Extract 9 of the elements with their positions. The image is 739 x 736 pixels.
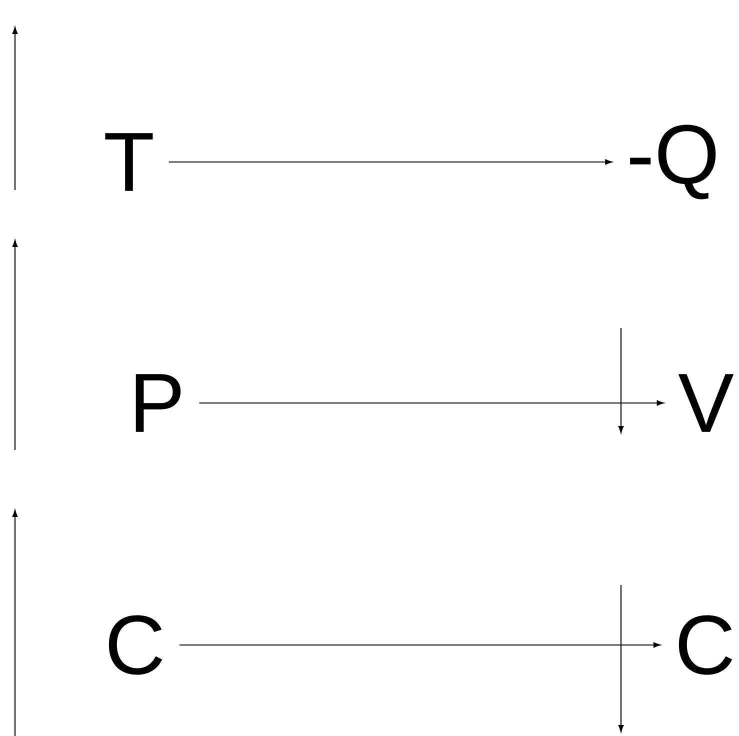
arrow (199, 400, 664, 406)
arrow (180, 642, 660, 648)
variable-label: -Q (630, 124, 716, 200)
variable-label: V (678, 374, 734, 432)
variable-label: T (105, 133, 153, 191)
arrow (168, 159, 612, 165)
variable-label: C (678, 615, 732, 675)
variable-label: C (108, 615, 162, 675)
variable-label: P (136, 374, 181, 432)
